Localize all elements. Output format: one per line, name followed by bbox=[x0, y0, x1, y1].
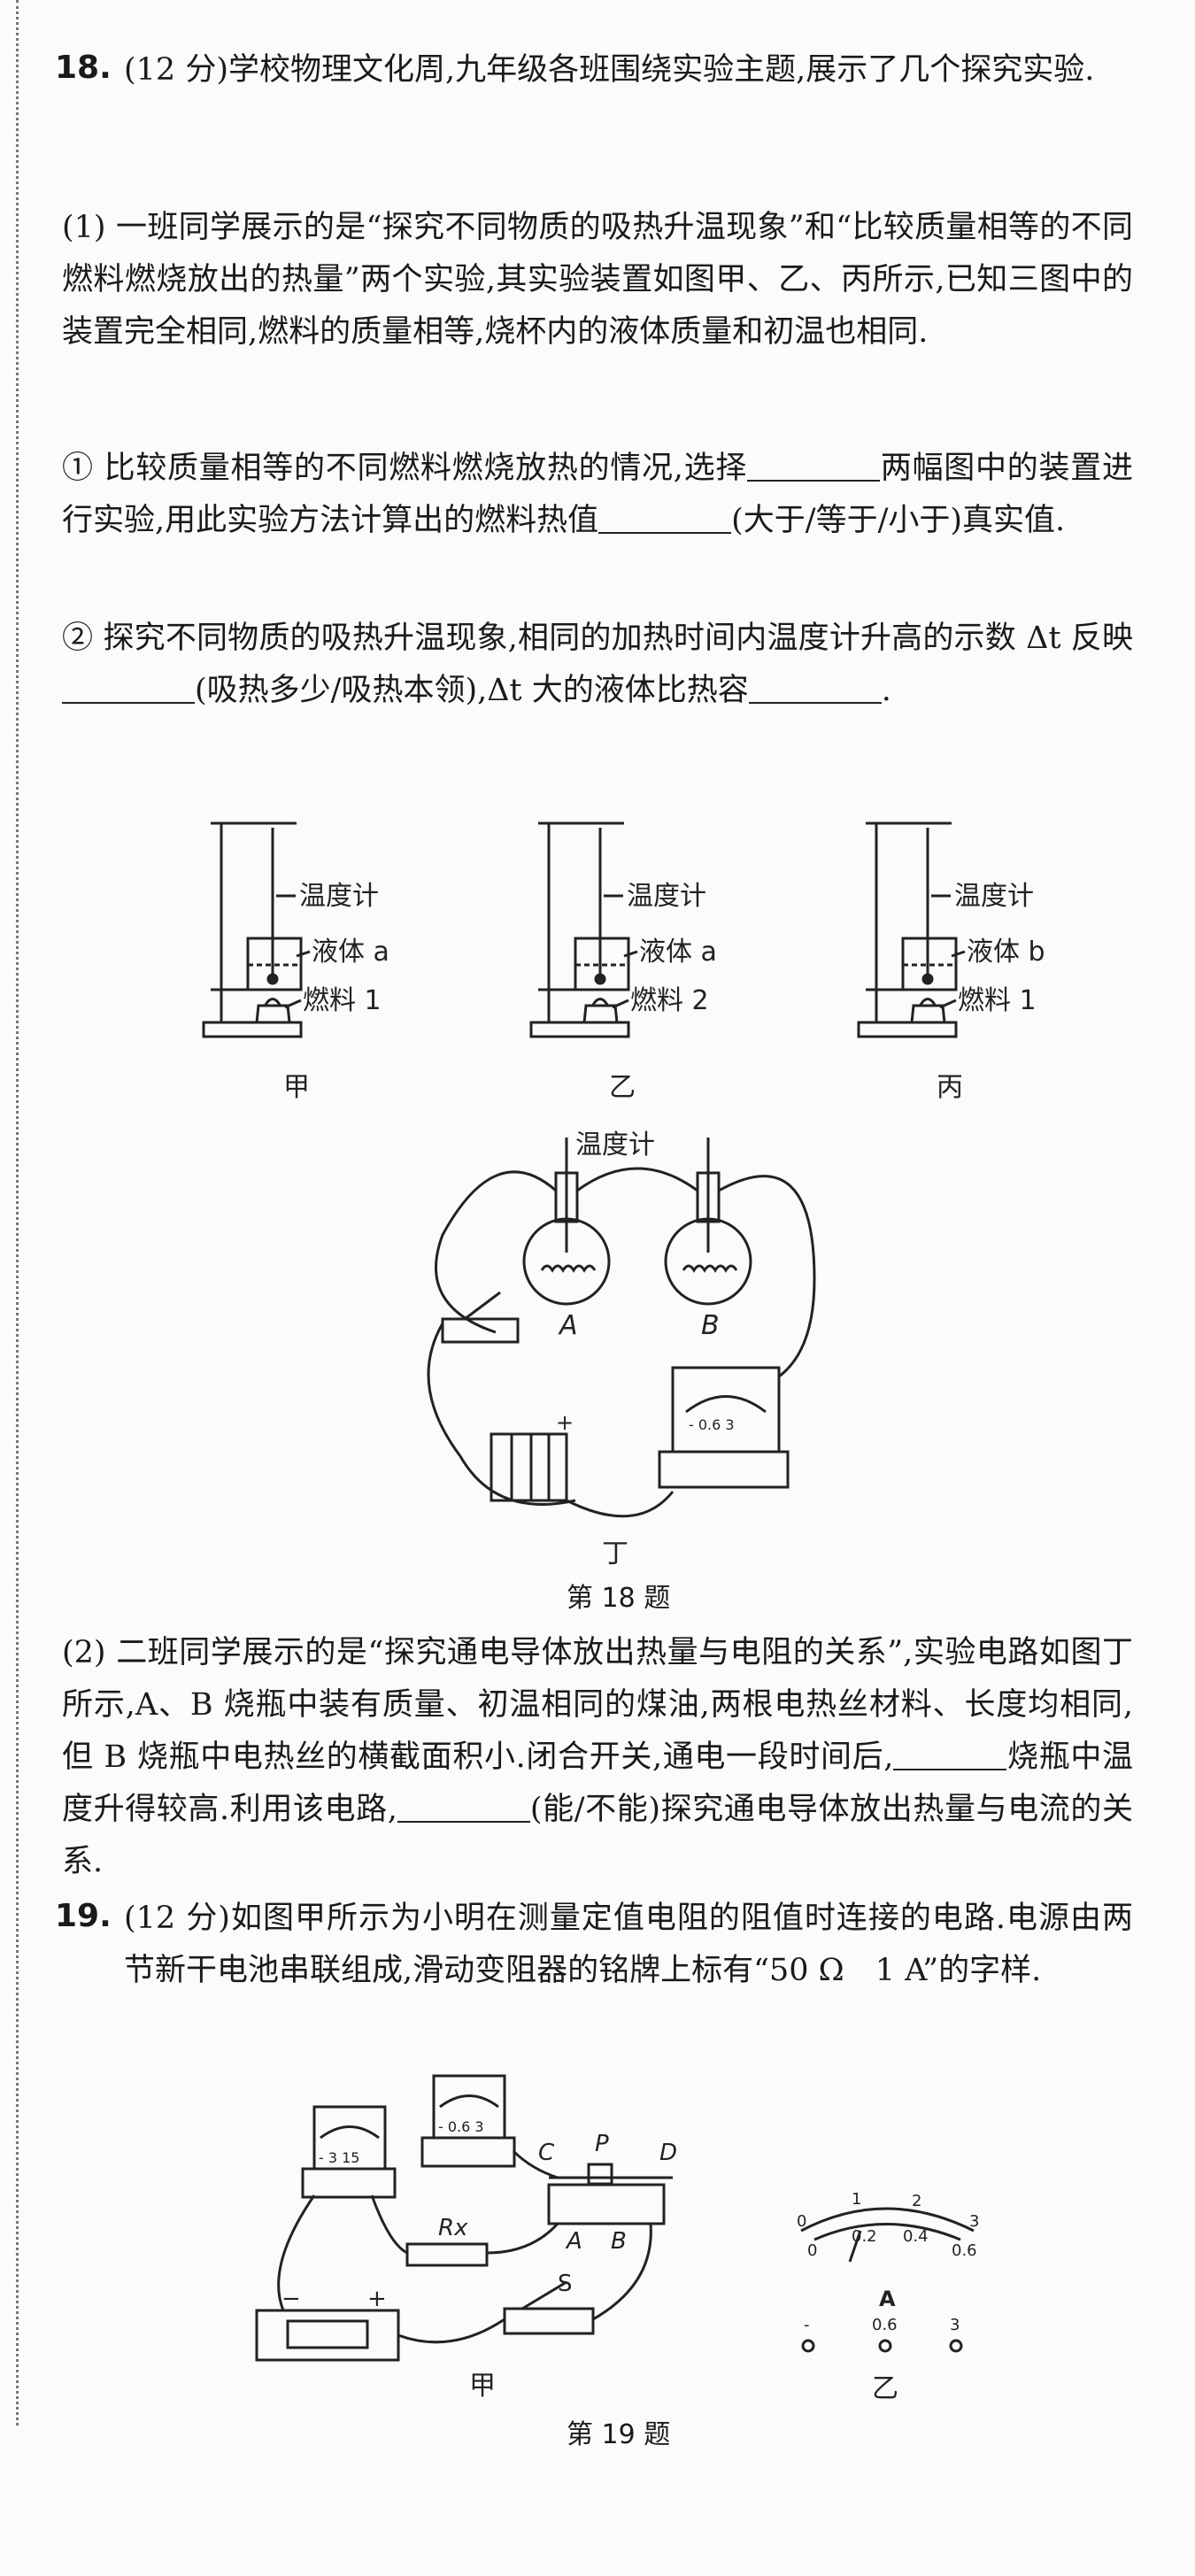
label-rheostat-a: A bbox=[565, 2228, 582, 2255]
label-rheostat-d: D bbox=[659, 2140, 677, 2166]
answer-blank[interactable] bbox=[893, 1737, 1007, 1770]
meter-top-tick: 3 bbox=[969, 2212, 979, 2231]
meter-top-tick: 0 bbox=[797, 2212, 806, 2231]
label-ammeter-scale: - 0.6 3 bbox=[438, 2118, 484, 2135]
meter-bottom-tick: 0 bbox=[807, 2241, 817, 2260]
label-battery-plus: + bbox=[556, 1410, 574, 1435]
label-thermometer-bing: 温度计 bbox=[954, 881, 1034, 912]
label-ammeter-scale: - 0.6 3 bbox=[689, 1416, 735, 1433]
label-rheostat-c: C bbox=[538, 2140, 555, 2166]
figure-19-caption: 第 19 题 bbox=[567, 2419, 671, 2450]
answer-blank[interactable] bbox=[397, 1789, 530, 1823]
meter-bottom-tick: 0.2 bbox=[852, 2227, 877, 2246]
apparatus-yi bbox=[529, 821, 630, 1038]
question-18-number: 18. bbox=[55, 50, 112, 86]
question-18-part-2: (2) 二班同学展示的是“探究通电导体放出热量与电阻的关系”,实验电路如图丁所示… bbox=[62, 1635, 1133, 1879]
question-18-part-1: (1) 一班同学展示的是“探究不同物质的吸热升温现象”和“比较质量相等的不同燃料… bbox=[62, 210, 1133, 350]
label-thermometer-jia: 温度计 bbox=[299, 881, 379, 912]
label-liquid-bing: 液体 b bbox=[967, 937, 1045, 968]
answer-blank[interactable] bbox=[748, 670, 882, 704]
label-flask-a: A bbox=[558, 1310, 578, 1341]
meter-top-tick: 1 bbox=[852, 2190, 861, 2209]
answer-blank[interactable] bbox=[598, 500, 732, 534]
meter-bottom-tick: 0.6 bbox=[952, 2241, 977, 2260]
figure-18-caption: 第 18 题 bbox=[567, 1583, 671, 1614]
meter-unit: A bbox=[879, 2287, 896, 2311]
label-flask-b: B bbox=[701, 1310, 720, 1341]
label-fuel-bing: 燃料 1 bbox=[958, 985, 1037, 1016]
margin-dotted-line bbox=[16, 0, 19, 2426]
meter-terminal: 0.6 bbox=[872, 2316, 898, 2334]
question-19-number: 19. bbox=[55, 1898, 112, 1934]
apparatus-jia bbox=[202, 821, 303, 1038]
label-liquid-jia: 液体 a bbox=[312, 937, 389, 968]
label-battery-plus: + bbox=[367, 2286, 387, 2312]
meter-terminal: 3 bbox=[950, 2316, 960, 2334]
label-fig19-yi: 乙 bbox=[872, 2373, 898, 2404]
label-rheostat-p: P bbox=[595, 2131, 609, 2157]
label-fig19-jia: 甲 bbox=[469, 2371, 496, 2402]
label-fuel-yi: 燃料 2 bbox=[630, 985, 709, 1016]
label-fuel-jia: 燃料 1 bbox=[303, 985, 382, 1016]
answer-blank[interactable] bbox=[62, 670, 195, 704]
label-voltmeter-scale: - 3 15 bbox=[319, 2149, 359, 2166]
label-switch: S bbox=[558, 2271, 573, 2297]
meter-top-tick: 2 bbox=[912, 2192, 921, 2210]
figure-19: - 3 15 - 0.6 3 C P D A B Rx S − + 甲 0 1 … bbox=[255, 2074, 979, 2404]
answer-blank[interactable] bbox=[747, 448, 881, 482]
question-19-stem: (12 分)如图甲所示为小明在测量定值电阻的阻值时连接的电路.电源由两节新干电池… bbox=[124, 1901, 1133, 1988]
apparatus-bing bbox=[857, 821, 958, 1038]
figure-18-ding-circuit: 温度计 A B + - 0.6 3 丁 bbox=[427, 1130, 816, 1570]
label-yi: 乙 bbox=[609, 1072, 636, 1103]
label-battery-minus: − bbox=[281, 2286, 301, 2312]
meter-terminal: - bbox=[804, 2316, 810, 2334]
question-18-sub-1: ① 比较质量相等的不同燃料燃烧放热的情况,选择两幅图中的装置进行实验,用此实验方… bbox=[62, 443, 1133, 547]
label-ding: 丁 bbox=[602, 1539, 628, 1570]
label-rx: Rx bbox=[438, 2215, 468, 2241]
label-liquid-yi: 液体 a bbox=[639, 937, 717, 968]
question-18-stem: (12 分)学校物理文化周,九年级各班围绕实验主题,展示了几个探究实验. bbox=[124, 52, 1095, 88]
label-rheostat-b: B bbox=[611, 2228, 627, 2255]
label-jia: 甲 bbox=[283, 1072, 310, 1103]
label-ding-thermometer: 温度计 bbox=[575, 1130, 655, 1161]
figure-18-apparatus: 温度计 液体 a 燃料 1 甲 温度计 液体 a 燃料 2 乙 温度计 液体 b… bbox=[202, 821, 1045, 1103]
label-thermometer-yi: 温度计 bbox=[627, 881, 706, 912]
meter-bottom-tick: 0.4 bbox=[903, 2227, 929, 2246]
question-18-sub-2: ② 探究不同物质的吸热升温现象,相同的加热时间内温度计升高的示数 Δt 反映(吸… bbox=[62, 621, 1133, 708]
label-bing: 丙 bbox=[937, 1072, 963, 1103]
